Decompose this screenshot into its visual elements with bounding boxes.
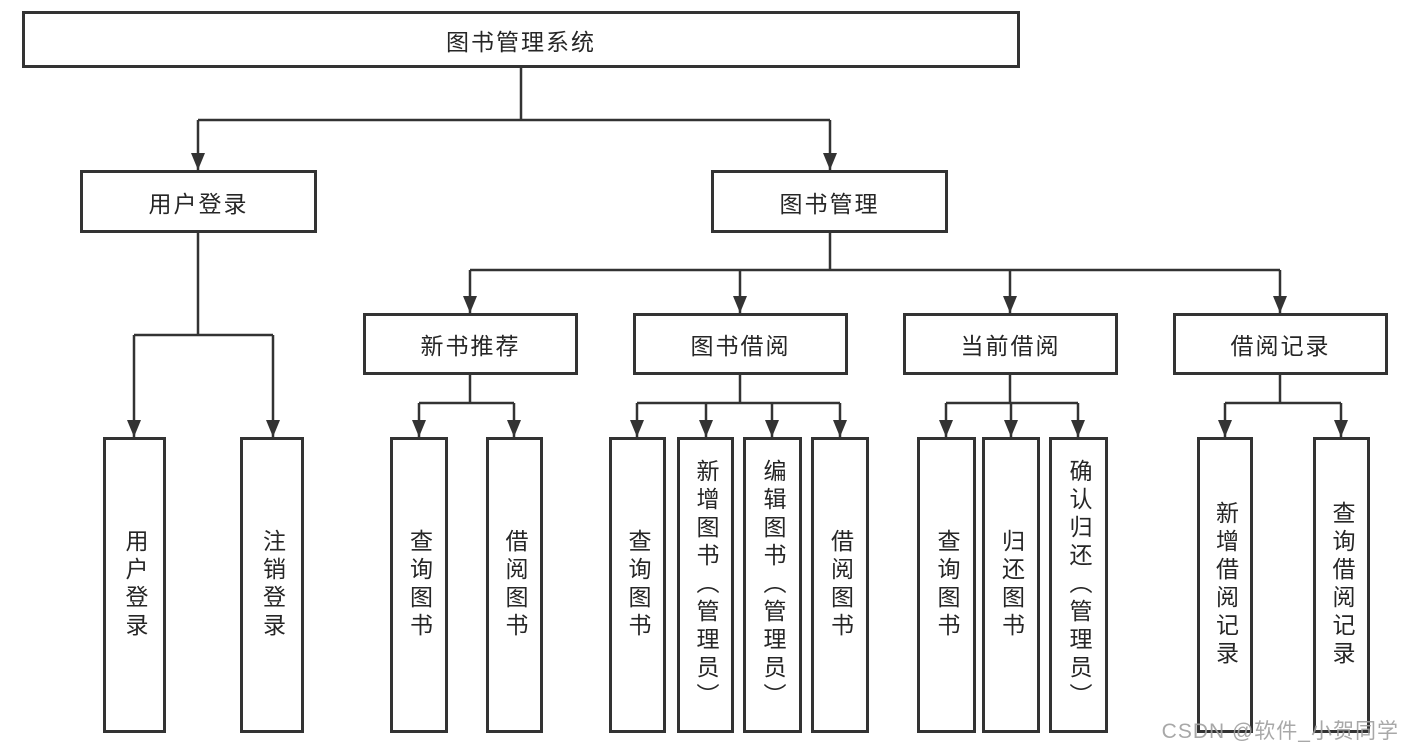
leaf-label: 查询借阅记录 [1329,501,1355,669]
leaf-label: 新增图书（管理员） [693,459,719,711]
leaf-label: 借阅图书 [827,529,854,641]
node-borrowing-records: 借阅记录 [1173,313,1388,375]
node-book-borrowing: 图书借阅 [633,313,848,375]
leaf-label: 确认归还（管理员） [1066,459,1092,711]
node-leaf-cb-return-books: 归还图书 [982,437,1040,733]
node-leaf-bb-add-books-admin: 新增图书（管理员） [677,437,734,733]
node-leaf-rec-borrow-books: 借阅图书 [486,437,543,733]
node-current-borrowing: 当前借阅 [903,313,1118,375]
leaf-label: 查询图书 [406,529,433,641]
csdn-watermark: CSDN @软件_小贺同学 [1161,720,1399,743]
node-leaf-br-query-record: 查询借阅记录 [1313,437,1370,733]
node-leaf-cb-confirm-return-admin: 确认归还（管理员） [1049,437,1108,733]
node-user-login: 用户登录 [80,170,317,233]
node-library-management-system: 图书管理系统 [22,11,1020,68]
node-book-management: 图书管理 [711,170,948,233]
leaf-label: 借阅图书 [502,529,528,641]
node-leaf-br-add-record: 新增借阅记录 [1197,437,1253,733]
node-leaf-bb-edit-books-admin: 编辑图书（管理员） [743,437,802,733]
leaf-label: 注销登录 [259,529,286,641]
node-new-book-recommend: 新书推荐 [363,313,578,375]
leaf-label: 编辑图书（管理员） [760,459,786,711]
node-leaf-bb-borrow-books: 借阅图书 [811,437,869,733]
leaf-label: 查询图书 [934,529,960,641]
node-leaf-user-login: 用户登录 [103,437,166,733]
leaf-label: 用户登录 [122,529,148,641]
leaf-label: 查询图书 [625,529,651,641]
node-leaf-bb-query-books: 查询图书 [609,437,666,733]
leaf-label: 归还图书 [998,529,1025,641]
node-leaf-rec-query-books: 查询图书 [390,437,448,733]
node-leaf-logout: 注销登录 [240,437,304,733]
leaf-label: 新增借阅记录 [1212,501,1239,669]
node-leaf-cb-query-books: 查询图书 [917,437,976,733]
